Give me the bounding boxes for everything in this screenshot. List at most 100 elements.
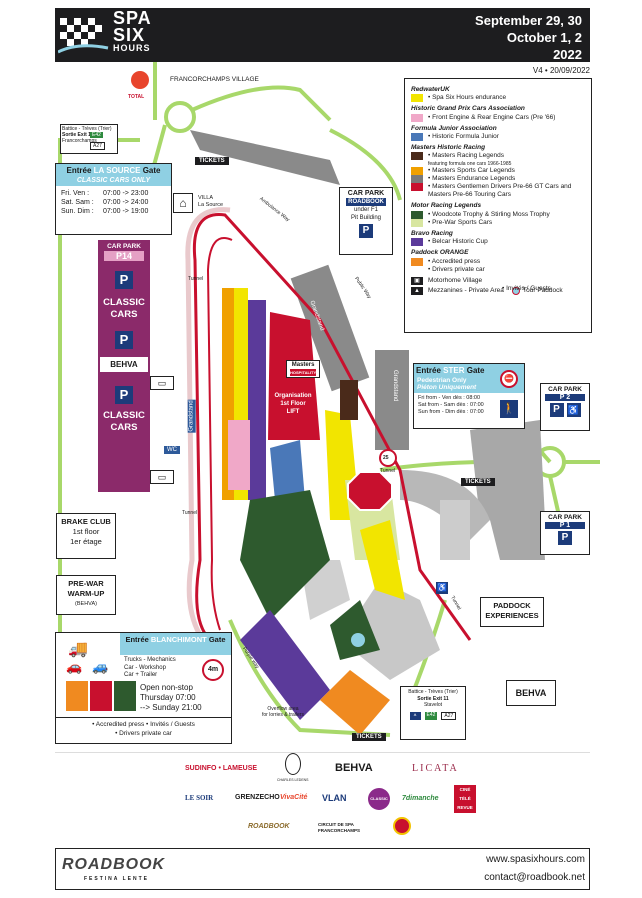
p14-head: CAR PARK <box>107 243 141 250</box>
la-source-gate-title: Entrée LA SOURCE Gate <box>56 164 171 177</box>
brake-club-line1: 1st floor <box>72 527 100 536</box>
legend-item-label: Masters Racing Legends <box>432 152 504 160</box>
motorhome-icon: ▣ <box>411 277 423 286</box>
ster-entree: Entrée <box>416 366 441 375</box>
blanch-open3: --> Sunday 21:00 <box>140 703 202 712</box>
exit11-box: Battice - Trèves (Trier) Sortie Exit 11 … <box>400 686 466 740</box>
logo-line3: HOURS <box>113 43 151 54</box>
tickets-east: TICKETS <box>461 478 495 486</box>
organisation-lift: LIFT <box>286 409 300 415</box>
legend-item: • Masters Endurance Legends <box>411 174 585 183</box>
legend-item: • Historic Formula Junior <box>411 133 585 142</box>
masters-name: Masters <box>291 362 315 368</box>
schedule-day: Fri. Ven : <box>61 190 90 197</box>
hospitality-name: HOSPITALITY <box>290 369 317 376</box>
e42-badge-2: E42 <box>424 711 438 720</box>
legend-invites: • Invités / Guests <box>502 285 551 292</box>
speed-limit-icon <box>379 449 397 467</box>
prewar-line1: PRE-WAR <box>68 579 104 588</box>
legend-swatch <box>411 133 423 142</box>
schedule-time: 07:00 -> 23:00 <box>103 190 149 197</box>
legend-item-label: Belcar Historic Cup <box>432 238 488 246</box>
legend-item-label: Accredited press <box>431 257 481 265</box>
sponsor-roadbook: ROADBOOK <box>248 823 290 830</box>
p1-code: P 1 <box>545 522 585 529</box>
ster-schedule-row: Sun from - Dim dès : 07:00 <box>418 409 484 415</box>
sponsor-charlier-logo <box>285 753 301 775</box>
pedestrian-icon: 🚶 <box>500 400 518 418</box>
vehicle-type: Car - Workshop <box>124 664 166 671</box>
circuit-map <box>58 62 600 737</box>
blanchimont-gate-title: Entrée BLANCHIMONT Gate <box>120 633 231 655</box>
ster-line2: Piéton Uniquement <box>414 384 524 393</box>
sponsor-licata: LICATA <box>412 763 459 774</box>
total-logo-icon <box>131 71 149 89</box>
legend-group-title: Formula Junior Association <box>411 124 497 132</box>
paddock-zone <box>340 580 440 680</box>
legend-item: • Accredited press <box>411 257 585 266</box>
legend-swatch <box>411 183 423 192</box>
sponsor-classic21: CLASSIC 21 <box>368 788 390 823</box>
legend-swatch <box>411 113 423 122</box>
exit10-town: Francorchamps <box>62 138 97 144</box>
schedule-row: Sun. Dim :07:00 -> 19:00 <box>61 207 166 216</box>
car-park-roadbook: CAR PARK ROADBOOK under F1 Pit Building … <box>339 187 393 255</box>
paddock-exp-line2: EXPERIENCES <box>485 611 539 620</box>
motorway-icon: ⩚ <box>409 711 421 720</box>
legend-item-label: Front Engine & Rear Engine Cars (Pre '66… <box>432 113 556 121</box>
legend-swatch <box>411 166 423 175</box>
exit10-box: Battice - Trèves (Trier) Sortie Exit 10 … <box>60 124 118 154</box>
roadbook-head: CAR PARK <box>347 190 385 197</box>
driver-pass-icon <box>114 681 136 711</box>
footer-website[interactable]: www.spasixhours.com <box>486 854 585 865</box>
a27-badge: A27 <box>90 142 105 150</box>
legend-swatch <box>411 238 423 247</box>
blanch-foot1: • Accredited press • Invités / Guests <box>92 721 195 728</box>
overflow-zone <box>320 670 390 735</box>
brake-club-box: BRAKE CLUB 1st floor 1er étage <box>56 513 116 559</box>
schedule-time: 07:00 -> 19:00 <box>103 208 149 215</box>
legend-motorhome: ▣ Motorhome Village <box>411 277 585 286</box>
footer-box <box>55 848 590 890</box>
legend-item: • Masters Gentlemen Drivers Pre-66 GT Ca… <box>411 183 585 199</box>
tickets-south: TICKETS <box>352 733 386 741</box>
legend-swatch <box>411 266 423 274</box>
car-icon: 🚙 <box>92 659 109 674</box>
prewar-line3: (BEHVA) <box>75 601 97 607</box>
legend-item-label: Spa Six Hours endurance <box>432 94 507 102</box>
la-source-gate-word: Gate <box>142 166 161 175</box>
a27-badge-2: A27 <box>441 711 457 720</box>
ster-schedule-row: Sat from - Sam dès : 07:00 <box>418 402 484 408</box>
vehicle-type: Trucks - Mechanics <box>124 657 176 663</box>
woodcote-zone <box>240 490 330 620</box>
sponsor-grenzecho: GRENZECHO <box>235 794 280 801</box>
grey-zone-north <box>190 130 340 185</box>
footer-tagline: FESTINA LENTE <box>84 876 149 882</box>
p14-classic-1b: CARS <box>110 309 138 320</box>
organisation-floor: 1st Floor <box>280 401 306 407</box>
villa-title: VILLA <box>198 195 213 201</box>
la-source-subtitle: CLASSIC CARS ONLY <box>56 177 171 186</box>
legend-item-label: Masters Gentlemen Drivers Pre-66 GT Cars… <box>428 183 572 199</box>
sponsor-charlier: CHARLES LEDENS <box>277 778 309 782</box>
legend-swatch <box>411 94 423 103</box>
roadbook-parking-icon: P <box>359 224 373 238</box>
sponsor-circuit: CIRCUIT DE SPA FRANCORCHAMPS <box>318 822 360 833</box>
legend-item-label: Drivers private car <box>432 265 485 273</box>
p1-parking-icon: P <box>558 531 572 545</box>
roadbook-sub: ROADBOOK <box>346 198 386 206</box>
prewar-line2: WARM-UP <box>67 589 105 598</box>
version-label: V4 • 20/09/2022 <box>532 66 590 75</box>
legend-item: • Woodcote Trophy & Stirling Moss Trophy <box>411 210 585 219</box>
legend-group-title: Paddock ORANGE <box>411 249 469 257</box>
legend-group-title: RedwaterUK <box>411 86 450 93</box>
tunnel-label-3: Tunnel <box>380 468 396 474</box>
press-pass-icon <box>66 681 88 711</box>
legend-group-title: Bravo Racing <box>411 230 453 238</box>
header-bar <box>55 8 590 62</box>
footer-brand: ROADBOOK <box>62 856 166 873</box>
roundabout-north <box>164 101 196 133</box>
date-line3: 2022 <box>553 47 582 62</box>
footer-email[interactable]: contact@roadbook.net <box>484 872 585 883</box>
